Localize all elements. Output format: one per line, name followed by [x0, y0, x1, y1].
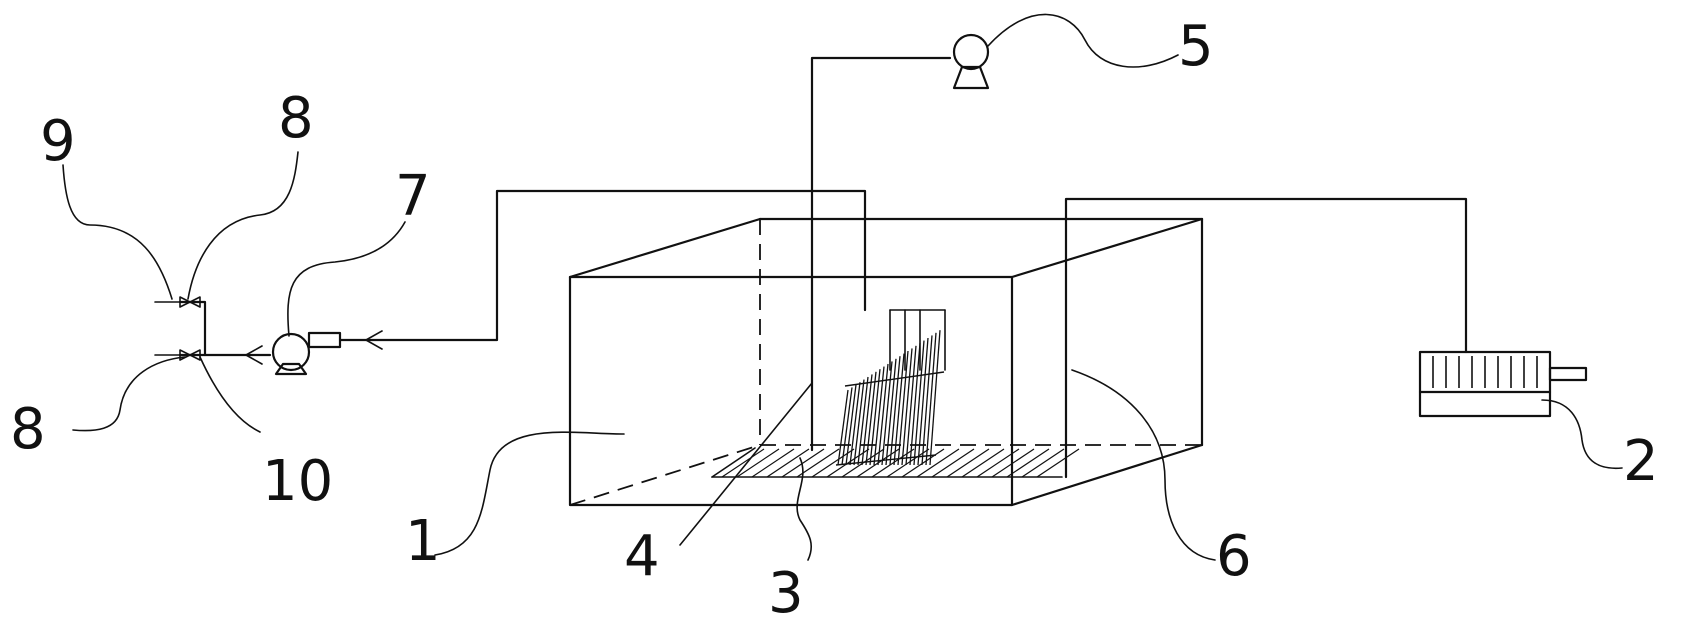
- electrode-plate-line: [869, 369, 881, 466]
- aerator-hatch-line: [991, 448, 1035, 478]
- flow-arrow-inlet: [365, 330, 383, 350]
- electrode-plate-line: [917, 337, 929, 466]
- aerator-hatch-line: [901, 448, 945, 478]
- leader-line-8-bottom: [72, 356, 186, 432]
- aerator-hatch-line: [916, 448, 960, 478]
- tank-front-face: [568, 275, 1014, 507]
- electrode-plates: [835, 330, 945, 466]
- electrode-plate-line: [893, 353, 905, 466]
- tank-depth-edge-tr: [1010, 217, 1204, 279]
- pump-icon: [952, 33, 990, 90]
- tank-hidden-depth-edge: [569, 444, 761, 506]
- power-supply-icon: [1418, 350, 1588, 418]
- electrode-plate-line: [861, 374, 873, 466]
- aerator-hatch-line: [931, 448, 975, 478]
- electrode-plate-line: [865, 371, 877, 466]
- electrode-bottom-edge: [835, 454, 937, 466]
- electrode-plate-line: [913, 340, 925, 466]
- label-9: 9: [40, 109, 76, 174]
- label-10: 10: [262, 449, 333, 514]
- aerator-hatch-line: [766, 448, 810, 478]
- leader-line-3: [796, 457, 812, 561]
- aerator-hatch-line: [796, 448, 840, 478]
- electrode-plate-line: [837, 389, 849, 466]
- electrode-plate-line: [857, 376, 869, 466]
- outlet-pipe: [338, 189, 867, 342]
- aerator-hatch-line: [886, 448, 930, 478]
- electrode-top-edge: [844, 371, 945, 387]
- label-3: 3: [768, 561, 804, 623]
- branch-pipe: [178, 300, 207, 357]
- aerator-hatch-line: [946, 448, 990, 478]
- electrode-header: [889, 309, 946, 371]
- electrode-plate-line: [921, 335, 933, 466]
- aerator-hatch-line: [736, 448, 780, 478]
- tank-depth-edge-br: [1010, 443, 1204, 507]
- label-1: 1: [405, 509, 441, 574]
- aerator-hatch-line: [1036, 448, 1080, 478]
- leader-line-2: [1541, 399, 1623, 470]
- aerator-hatch-line: [751, 448, 795, 478]
- label-5: 5: [1178, 14, 1214, 79]
- electrode-plate-line: [901, 348, 913, 466]
- leader-line-4: [679, 382, 813, 546]
- electrode-plate-line: [885, 358, 897, 466]
- label-7: 7: [395, 164, 431, 229]
- electrode-plate-line: [841, 387, 853, 466]
- label-6: 6: [1216, 524, 1252, 589]
- aerator-hatch-line: [961, 448, 1005, 478]
- aerator-grid: [711, 447, 1080, 478]
- electrode-plate-line: [889, 356, 901, 466]
- label-8-bottom: 8: [10, 397, 46, 462]
- tank: [568, 217, 1204, 507]
- leader-line-10: [199, 356, 261, 433]
- electrode-plate-line: [929, 330, 941, 466]
- leader-line-7: [287, 221, 406, 337]
- aerator-hatch-line: [976, 448, 1020, 478]
- electrode-plate-line: [853, 379, 865, 466]
- label-2: 2: [1623, 429, 1659, 494]
- aerator-hatch-line: [781, 448, 825, 478]
- aerator-hatch-line: [826, 448, 870, 478]
- electrode-plate-line: [873, 366, 885, 466]
- electrode-plate-line: [925, 332, 937, 466]
- leader-line-9: [62, 164, 173, 300]
- electrode-plate-line: [881, 361, 893, 466]
- electrode-plate-line: [845, 384, 857, 466]
- electrode-plate-line: [849, 382, 861, 466]
- leader-line-6: [1071, 369, 1216, 561]
- pump-icon: [271, 331, 342, 376]
- aerator-left-edge: [711, 447, 756, 478]
- aerator-hatch: [721, 448, 1080, 478]
- aerator-hatch-line: [1006, 448, 1050, 478]
- aerator-hatch-line: [721, 448, 765, 478]
- electrode-plate-line: [909, 343, 921, 466]
- leader-line-8-top: [187, 151, 299, 300]
- label-8-top: 8: [278, 86, 314, 151]
- power-cable: [1064, 197, 1468, 479]
- flow-arrow-discharge: [245, 345, 263, 365]
- aerator-hatch-line: [1021, 448, 1065, 478]
- electrode-plate-line: [905, 345, 917, 466]
- label-4: 4: [624, 524, 660, 589]
- leader-line-1: [434, 431, 625, 556]
- tank-depth-edge-tl: [568, 217, 762, 279]
- pump5-pipe: [810, 56, 952, 452]
- leader-line-5: [987, 13, 1179, 68]
- electrode-plate-line: [897, 350, 909, 466]
